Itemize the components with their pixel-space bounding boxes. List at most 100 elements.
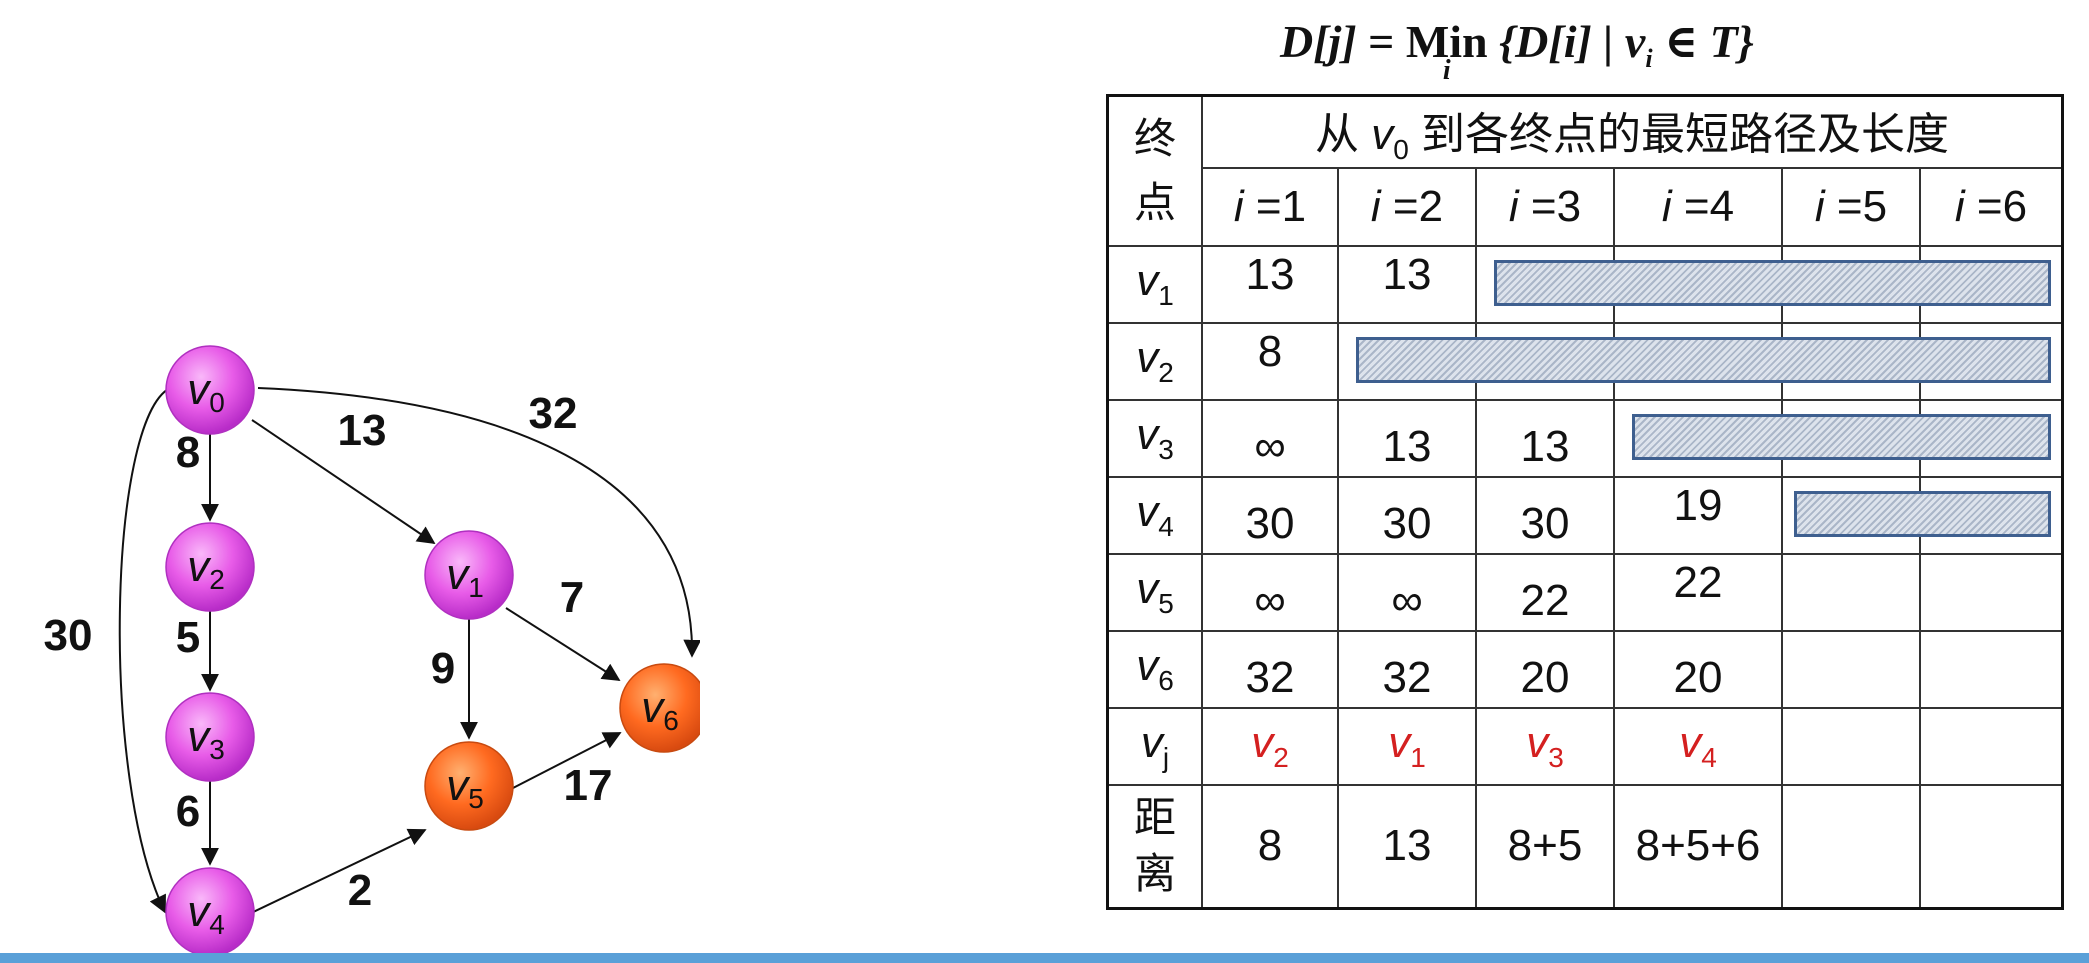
cell-value: ∞	[1254, 422, 1286, 471]
node-v6: v6	[619, 663, 700, 753]
header-title-v: v0	[1371, 109, 1409, 165]
iteration-header-3: i =3	[1475, 166, 1615, 247]
cell-v1-i2: 13	[1337, 244, 1477, 324]
distance-value: 8+5+6	[1635, 821, 1761, 871]
cell-v4-i4: 19	[1613, 475, 1783, 555]
cell-value: 8	[1257, 327, 1283, 376]
cell-value: 13	[1382, 422, 1432, 471]
distance-value: 8+5	[1507, 821, 1583, 871]
node-label: v4	[187, 887, 225, 940]
formula-set-open: {D[i] | v	[1499, 16, 1646, 67]
cell-distance-i2: 13	[1337, 783, 1477, 910]
node-label: v1	[446, 550, 484, 603]
formula-set-sub: i	[1645, 44, 1653, 73]
row-label-v4: v4	[1106, 475, 1203, 555]
edge-v1-v6	[505, 607, 621, 681]
cell-value: 30	[1520, 499, 1570, 548]
iteration-header-1: i =1	[1201, 166, 1339, 247]
header-terminal: 终点	[1106, 94, 1203, 247]
iteration-value: =4	[1683, 181, 1735, 231]
node-circle	[165, 345, 255, 435]
edge-v5-v6	[512, 732, 622, 789]
cell-v3-i1: ∞	[1201, 398, 1339, 478]
cell-value: 32	[1382, 653, 1432, 702]
edge-weight-v0-v4: 30	[44, 611, 93, 660]
edge-weight-v2-v3: 5	[176, 613, 200, 662]
cell-distance-i3: 8+5	[1475, 783, 1615, 910]
cell-value: 32	[1245, 653, 1295, 702]
iteration-header-6: i =6	[1919, 166, 2064, 247]
header-title: 从 v0 到各终点的最短路径及长度	[1201, 94, 2064, 169]
iteration-var: i	[1954, 181, 1977, 231]
finalized-bar	[1794, 490, 2051, 537]
cell-vj-i2: v1	[1337, 706, 1477, 786]
cell-value: 19	[1673, 481, 1723, 530]
cell-v6-i5	[1781, 629, 1921, 709]
node-label: v6	[641, 683, 679, 736]
cell-v5-i3: 22	[1475, 552, 1615, 632]
edge-v0-v4	[118, 387, 171, 914]
edge-weight-v1-v5: 9	[431, 644, 455, 693]
cell-distance-i4: 8+5+6	[1613, 783, 1783, 910]
row-label-v3: v3	[1106, 398, 1203, 478]
node-v4: v4	[165, 867, 255, 957]
node-v1: v1	[424, 530, 514, 620]
row-label-distance: 距离	[1106, 783, 1203, 910]
cell-v2-i1: 8	[1201, 321, 1339, 401]
vertex-symbol: v6	[1136, 641, 1174, 696]
formula-lhs: D[j]	[1280, 16, 1357, 67]
cell-distance-i6	[1919, 783, 2064, 910]
iteration-var: i	[1814, 181, 1837, 231]
node-label: v3	[187, 712, 225, 765]
node-circle	[165, 692, 255, 782]
row-label-v1: v1	[1106, 244, 1203, 324]
cell-v6-i1: 32	[1201, 629, 1339, 709]
table-title-row: 终点 从 v0 到各终点的最短路径及长度	[1106, 94, 2064, 247]
row-label-vj: vj	[1106, 706, 1203, 786]
iteration-value: =1	[1255, 181, 1307, 231]
node-circle	[424, 741, 514, 831]
formula-min-label: Min	[1405, 16, 1488, 67]
cell-v1-i1: 13	[1201, 244, 1339, 324]
node-v2: v2	[165, 522, 255, 612]
vertex-symbol: v4	[1136, 487, 1174, 542]
node-circle	[619, 663, 700, 753]
formula-min-op: Min i	[1405, 15, 1488, 86]
cell-v5-i4: 22	[1613, 552, 1783, 632]
vertex-symbol: v1	[1136, 256, 1174, 311]
vertex-symbol: v1	[1388, 718, 1426, 773]
node-circle	[165, 522, 255, 612]
cell-vj-i5	[1781, 706, 1921, 786]
cell-v6-i3: 20	[1475, 629, 1615, 709]
vertex-symbol: v4	[1679, 718, 1717, 773]
iteration-var: i	[1370, 181, 1393, 231]
vertex-symbol: v5	[1136, 564, 1174, 619]
edge-weight-v0-v2: 8	[176, 428, 200, 477]
cell-v6-i6	[1919, 629, 2064, 709]
vertex-symbol: v2	[1136, 333, 1174, 388]
formula-min-sub: i	[1442, 55, 1451, 86]
cell-v4-i3: 30	[1475, 475, 1615, 555]
edge-weight-v0-v6: 32	[529, 389, 578, 438]
cell-vj-i1: v2	[1201, 706, 1339, 786]
iteration-value: =2	[1392, 181, 1444, 231]
node-v5: v5	[424, 741, 514, 831]
cell-v3-i3: 13	[1475, 398, 1615, 478]
header-title-pre: 从	[1314, 109, 1372, 159]
cell-distance-i5	[1781, 783, 1921, 910]
node-label: v2	[187, 542, 225, 595]
iteration-header-5: i =5	[1781, 166, 1921, 247]
cell-distance-i1: 8	[1201, 783, 1339, 910]
row-label-v5: v5	[1106, 552, 1203, 632]
finalized-bar	[1632, 413, 2051, 460]
cell-vj-i3: v3	[1475, 706, 1615, 786]
iteration-var: i	[1661, 181, 1684, 231]
cell-v6-i4: 20	[1613, 629, 1783, 709]
vertex-symbol: v3	[1136, 410, 1174, 465]
